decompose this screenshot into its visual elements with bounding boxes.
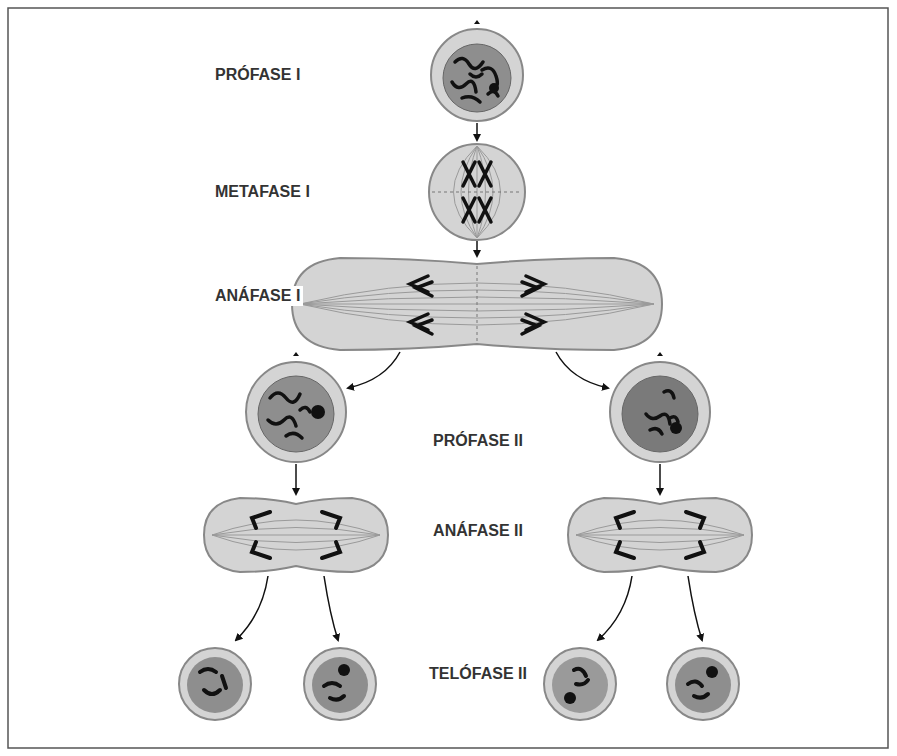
flow-arrow [476,123,478,140]
anaphase-i-cell [292,258,662,350]
flow-arrow [348,352,400,388]
telophase-ii-cell [304,648,376,720]
flow-arrow [324,576,338,640]
prophase-ii-cell [610,352,710,462]
stage-label: ANÁFASE I [212,286,303,306]
flow-arrow [556,352,608,388]
metaphase-i-cell [429,144,525,240]
stage-label: METAFASE I [212,182,313,202]
stage-label: TELÓFASE II [426,664,530,684]
flow-arrow [236,576,268,640]
flow-arrow [598,576,632,640]
flow-arrow [688,576,702,640]
stage-label: ANÁFASE II [430,521,526,541]
flow-arrow [295,464,297,494]
telophase-ii-cell [544,648,616,720]
stage-label: PRÓFASE I [212,65,303,85]
flow-arrow [659,464,661,494]
telophase-ii-cell [179,648,251,720]
prophase-i-cell [431,20,523,121]
flow-arrow [476,241,478,256]
telophase-ii-cell [667,648,739,720]
stage-label: PRÓFASE II [430,431,526,451]
anaphase-ii-cell [568,498,752,572]
anaphase-ii-cell [204,498,388,572]
prophase-ii-cell [246,352,346,462]
